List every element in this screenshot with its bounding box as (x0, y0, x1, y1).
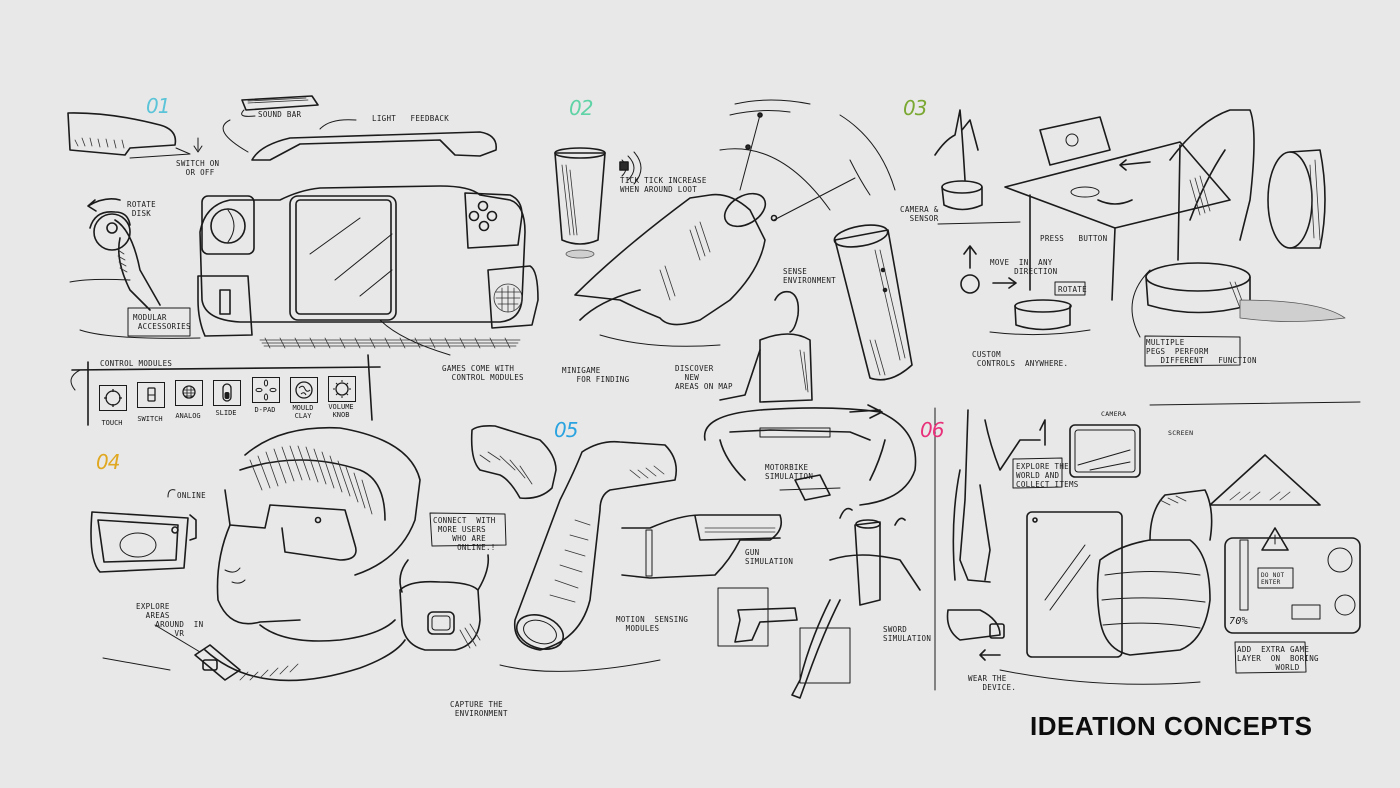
note-gun-simulation: Gun simulation (745, 548, 794, 566)
note-press-button: Press button (1040, 234, 1108, 243)
concept-04-sketch (90, 426, 507, 682)
note-motorbike-simulation: Motorbike simulation (765, 463, 814, 481)
note-sense-environment: Sense environment (783, 267, 836, 285)
note-games-modules: Games come with control modules (442, 364, 524, 382)
module-volume-knob (328, 376, 356, 402)
concept-06-sketch (946, 401, 1361, 685)
module-slide (213, 380, 241, 406)
concept-number-06: 06 (920, 418, 944, 442)
note-modular-accessories: Modular Accessories (133, 313, 191, 331)
note-explore-areas: Explore Areas around in VR (136, 602, 204, 638)
note-add-game-layer: Add extra game layer on boring world (1237, 645, 1319, 672)
note-rotate-disk: Rotate disk (127, 200, 156, 218)
module-switch (137, 382, 165, 408)
note-move-direction: Move in any direction (990, 258, 1058, 276)
concept-number-05: 05 (554, 418, 578, 442)
note-explore-world: Explore the world and collect items (1016, 462, 1079, 489)
note-sound-bar: Sound bar (258, 110, 302, 119)
concept-01-sketch (67, 95, 539, 426)
concept-02-sketch (554, 99, 913, 403)
dpad-icon (255, 379, 277, 401)
note-screen: Screen (1168, 429, 1194, 437)
module-mould-clay (290, 377, 318, 403)
note-light-feedback: Light Feedback (372, 114, 450, 123)
note-switch: Switch on or off (176, 159, 220, 177)
note-connect-users: Connect with more users who are online.! (433, 516, 496, 552)
board-title: IDEATION CONCEPTS (1030, 711, 1313, 741)
control-modules-heading: Control Modules (100, 359, 173, 368)
note-do-not-enter: Do not enter (1261, 572, 1285, 586)
note-camera: Camera (1101, 410, 1127, 418)
note-sword-simulation: Sword simulation (883, 625, 932, 643)
note-rotate: Rotate (1058, 285, 1087, 294)
note-minigame: Minigame for finding (562, 366, 630, 384)
note-motion-sensing: Motion sensing modules (616, 615, 689, 633)
switch-icon (147, 387, 156, 402)
analog-icon (182, 385, 196, 399)
concept-05-sketch (470, 404, 921, 699)
slide-icon (222, 383, 232, 402)
note-custom-controls: Custom controls anywhere. (972, 350, 1069, 368)
module-dpad (252, 377, 280, 403)
concept-number-02: 02 (569, 96, 593, 120)
concept-number-04: 04 (96, 450, 120, 474)
progress-percent: 70% (1229, 616, 1248, 627)
concept-number-01: 01 (146, 94, 170, 118)
mould-clay-icon (295, 381, 313, 399)
note-online: Online (177, 491, 206, 500)
note-camera-sensor: Camera & sensor (900, 205, 939, 223)
note-tick-tick: Tick tick increase when around loot (620, 176, 707, 194)
volume-knob-icon (333, 380, 351, 398)
module-touch (99, 385, 127, 411)
concept-number-03: 03 (903, 96, 927, 120)
note-discover: Discover new areas on map (675, 364, 733, 391)
note-multiple-pegs: Multiple pegs perform different function (1146, 338, 1257, 365)
note-wear-device: Wear the device. (968, 674, 1017, 692)
module-analog (175, 380, 203, 406)
touch-icon (104, 389, 122, 407)
concept-03-sketch (934, 109, 1346, 367)
note-capture-environment: Capture the environment (450, 700, 508, 718)
